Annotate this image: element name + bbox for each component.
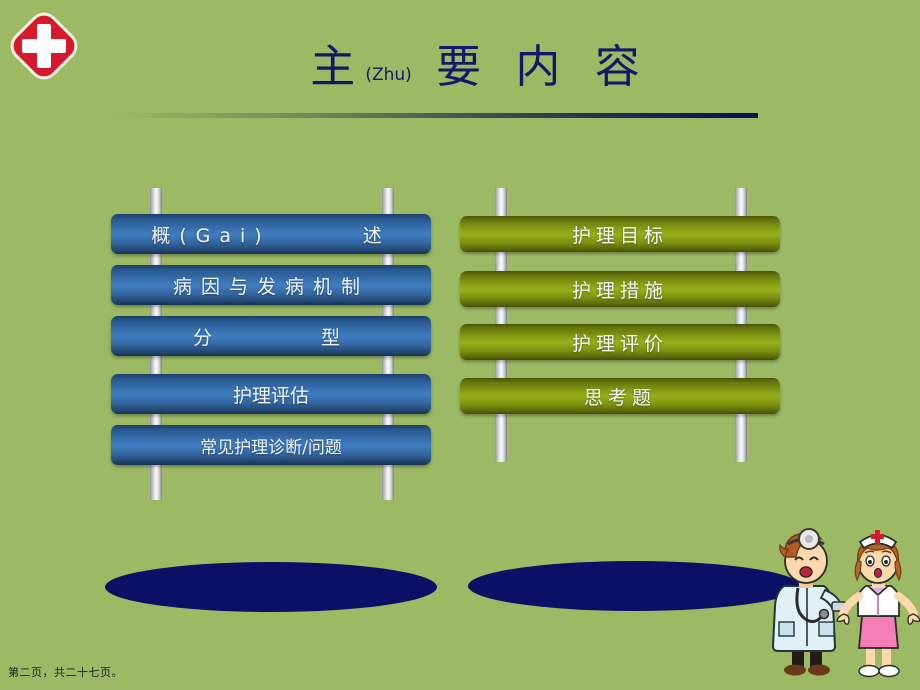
left-item-2-label: 分 [192, 326, 221, 349]
left-ellipse [105, 562, 437, 612]
right-item-2[interactable]: 护理评价 [460, 324, 780, 360]
right-item-3[interactable]: 思考题 [460, 378, 780, 414]
doctor-and-nurse-illustration [771, 528, 920, 678]
title-underline-rule [110, 113, 758, 118]
cartoon-characters [762, 524, 920, 690]
right-ellipse [468, 561, 800, 611]
left-item-1[interactable]: 病因与发病机制 [111, 265, 431, 305]
title-main-prefix: 主 [310, 40, 366, 93]
red-cross-medical-logo [8, 10, 80, 82]
slide-title: 主(Zhu) 要 内 容 [180, 38, 780, 104]
left-item-2-label-suffix: 型 [321, 326, 350, 349]
left-item-4[interactable]: 常见护理诊断/问题 [111, 425, 431, 465]
left-item-0-label: 概(Gai) [151, 224, 271, 247]
left-item-0[interactable]: 概(Gai) 述 [111, 214, 431, 254]
right-item-1[interactable]: 护理措施 [460, 271, 780, 307]
left-item-0-label-suffix: 述 [362, 224, 391, 247]
page-footer: 第二页，共二十七页。 [8, 666, 123, 679]
cartoon-doctor [771, 528, 847, 676]
left-item-3[interactable]: 护理评估 [111, 374, 431, 414]
right-item-3-label: 思考题 [583, 386, 656, 409]
left-item-1-label: 病因与发病机制 [172, 275, 369, 298]
right-item-2-label: 护理评价 [571, 332, 668, 355]
right-item-0-label: 护理目标 [571, 224, 668, 247]
right-item-1-label: 护理措施 [571, 279, 668, 302]
left-item-4-label: 常见护理诊断/问题 [200, 437, 342, 458]
left-item-3-label: 护理评估 [232, 384, 309, 407]
title-main-suffix: 要 内 容 [411, 40, 650, 93]
title-pinyin: (Zhu) [365, 65, 412, 85]
right-item-0[interactable]: 护理目标 [460, 216, 780, 252]
left-item-2[interactable]: 分型 [111, 316, 431, 356]
cartoon-nurse [836, 530, 920, 678]
logo-cross-horizontal [22, 39, 66, 53]
